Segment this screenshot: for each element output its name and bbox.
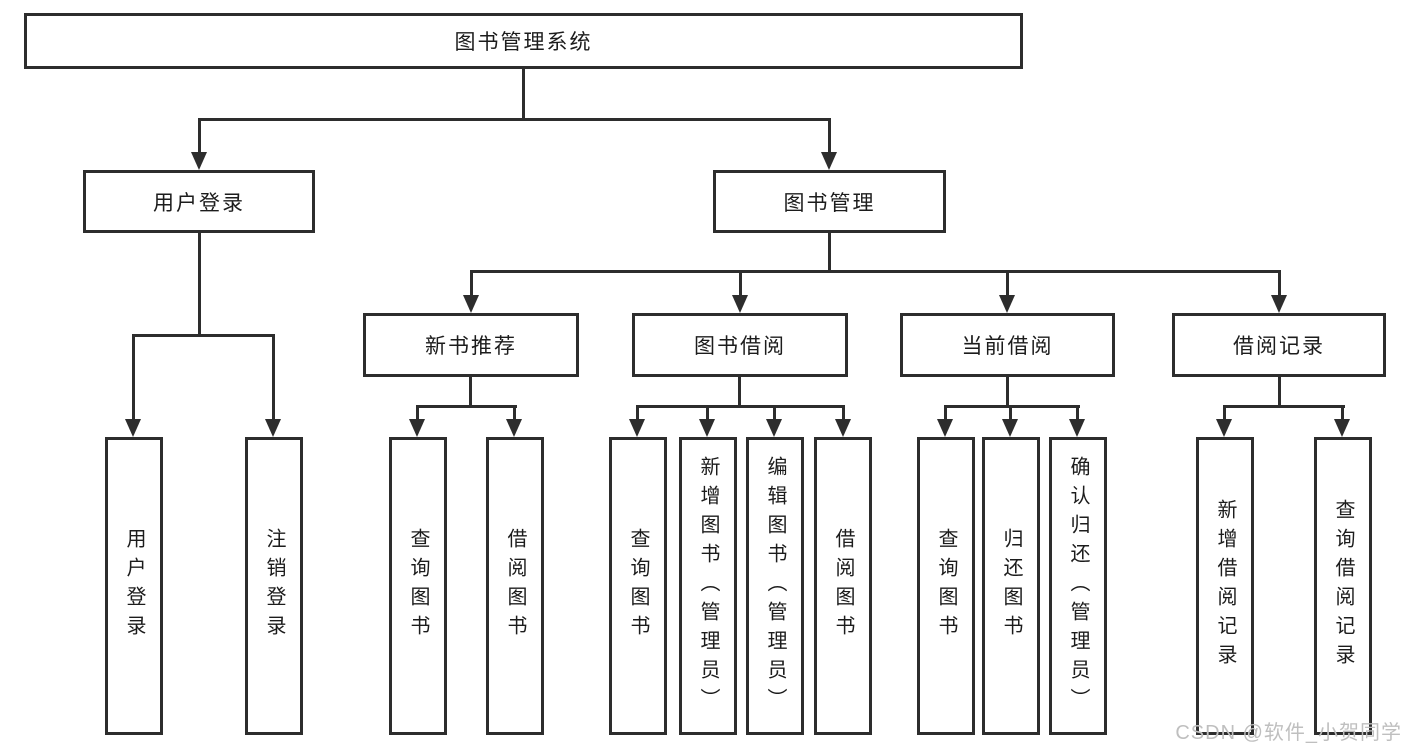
- arrowhead-down-icon: [732, 295, 748, 313]
- node-current-borrow: 当前借阅: [900, 313, 1115, 377]
- node-book-borrow: 图书借阅: [632, 313, 848, 377]
- arrowhead-down-icon: [506, 419, 522, 437]
- connector-group-branch: [636, 405, 845, 408]
- connector-to-leaf: [272, 334, 275, 420]
- arrowhead-down-icon: [999, 295, 1015, 313]
- connector-to-user-login: [198, 118, 201, 154]
- arrowhead-down-icon: [1002, 419, 1018, 437]
- connector-book-management-stem: [828, 233, 831, 273]
- connector-level2-branch: [198, 118, 831, 121]
- leaf-edit-book-admin: 编辑图书（管理员）: [746, 437, 804, 735]
- connector-to-leaf: [706, 405, 709, 421]
- arrowhead-down-icon: [1069, 419, 1085, 437]
- connector-user-login-branch: [132, 334, 275, 337]
- connector-group-stem: [1006, 377, 1009, 408]
- arrowhead-down-icon: [766, 419, 782, 437]
- arrowhead-down-icon: [1216, 419, 1232, 437]
- leaf-query-books-borrow: 查询图书: [609, 437, 667, 735]
- arrowhead-down-icon: [835, 419, 851, 437]
- connector-to-leaf: [132, 334, 135, 420]
- arrowhead-down-icon: [1334, 419, 1350, 437]
- arrowhead-down-icon: [937, 419, 953, 437]
- leaf-confirm-return-admin: 确认归还（管理员）: [1049, 437, 1107, 735]
- connector-to-leaf: [773, 405, 776, 421]
- leaf-user-login: 用户登录: [105, 437, 163, 735]
- arrowhead-down-icon: [699, 419, 715, 437]
- leaf-query-borrow-record: 查询借阅记录: [1314, 437, 1372, 735]
- csdn-watermark: CSDN @软件_小贺同学: [1175, 722, 1402, 744]
- node-new-book-recommend: 新书推荐: [363, 313, 579, 377]
- leaf-return-book: 归还图书: [982, 437, 1040, 735]
- node-book-management: 图书管理: [713, 170, 946, 233]
- arrowhead-down-icon: [125, 419, 141, 437]
- connector-to-leaf: [842, 405, 845, 421]
- connector-to-current-borrow: [1006, 270, 1009, 297]
- leaf-logout: 注销登录: [245, 437, 303, 735]
- connector-group-stem: [1278, 377, 1281, 408]
- leaf-query-books-recommend: 查询图书: [389, 437, 447, 735]
- connector-to-book-management: [828, 118, 831, 154]
- connector-to-leaf: [513, 405, 516, 421]
- arrowhead-down-icon: [409, 419, 425, 437]
- arrowhead-down-icon: [265, 419, 281, 437]
- connector-group-branch: [416, 405, 517, 408]
- connector-group-branch: [1223, 405, 1345, 408]
- connector-to-leaf: [944, 405, 947, 421]
- connector-group-stem: [738, 377, 741, 408]
- leaf-add-book-admin: 新增图书（管理员）: [679, 437, 737, 735]
- connector-group-stem: [469, 377, 472, 408]
- arrowhead-down-icon: [629, 419, 645, 437]
- connector-to-borrow-records: [1278, 270, 1281, 297]
- connector-to-new-book: [470, 270, 473, 297]
- connector-group-branch: [944, 405, 1080, 408]
- connector-to-leaf: [1341, 405, 1344, 421]
- connector-root-stem: [522, 68, 525, 120]
- leaf-borrow-books: 借阅图书: [814, 437, 872, 735]
- connector-user-login-stem: [198, 233, 201, 337]
- leaf-borrow-books-recommend: 借阅图书: [486, 437, 544, 735]
- connector-to-leaf: [636, 405, 639, 421]
- arrowhead-down-icon: [463, 295, 479, 313]
- connector-to-leaf: [1009, 405, 1012, 421]
- node-borrow-records: 借阅记录: [1172, 313, 1386, 377]
- leaf-query-books-current: 查询图书: [917, 437, 975, 735]
- node-library-management-system: 图书管理系统: [24, 13, 1023, 69]
- arrowhead-down-icon: [1271, 295, 1287, 313]
- connector-to-leaf: [416, 405, 419, 421]
- arrowhead-down-icon: [821, 152, 837, 170]
- node-user-login: 用户登录: [83, 170, 315, 233]
- leaf-add-borrow-record: 新增借阅记录: [1196, 437, 1254, 735]
- connector-to-leaf: [1223, 405, 1226, 421]
- connector-to-book-borrow: [739, 270, 742, 297]
- connector-to-leaf: [1076, 405, 1079, 421]
- arrowhead-down-icon: [191, 152, 207, 170]
- connector-level3-branch: [470, 270, 1281, 273]
